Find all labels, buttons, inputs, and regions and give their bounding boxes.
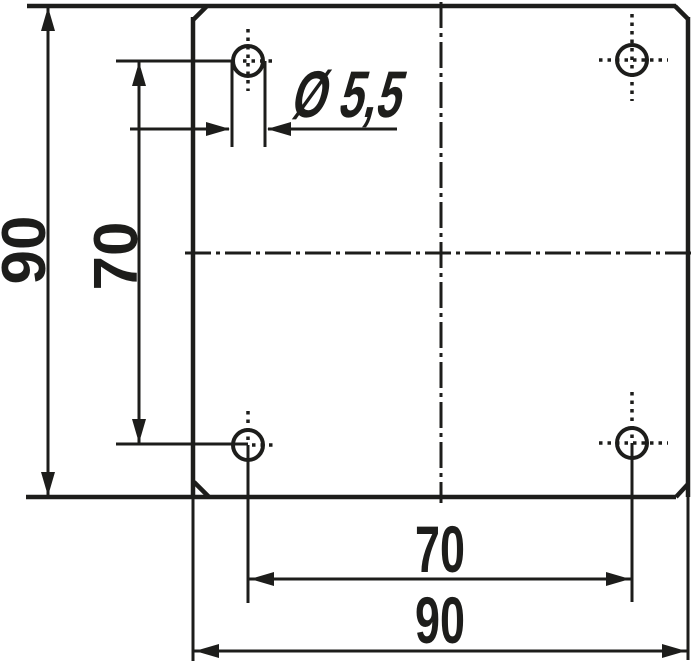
arrowhead-down-icon: [41, 472, 55, 496]
arrowhead-right-icon: [606, 572, 630, 586]
plate-corner-chamfer-bottom-left: [192, 480, 211, 499]
arrowhead-left-icon: [195, 644, 219, 658]
dimension-hole-diameter: Ø 5,5: [130, 59, 413, 147]
arrowhead-left-icon: [267, 122, 291, 136]
arrowhead-up-icon: [132, 62, 146, 86]
dimension-label-hole-spacing-horizontal: 70: [415, 512, 465, 586]
dimension-plate-width: 90: [194, 583, 687, 658]
dimension-plate-height: 90: [0, 6, 59, 496]
dimension-label-hole-diameter: Ø 5,5: [285, 59, 413, 132]
plate-corner-chamfer-top-right: [673, 4, 690, 21]
arrowhead-right-icon: [206, 122, 230, 136]
dimension-label-plate-width: 90: [415, 583, 465, 657]
plate-corner-chamfer-top-left: [191, 4, 209, 22]
center-lines: [185, 2, 694, 503]
dimension-hole-spacing-vertical: 70: [82, 59, 248, 446]
arrowhead-up-icon: [41, 7, 55, 31]
dimension-label-plate-height: 90: [0, 216, 59, 285]
dimension-hole-spacing-horizontal: 70: [246, 443, 634, 603]
dimension-label-hole-spacing-vertical: 70: [82, 222, 151, 291]
plate-outline: [26, 3, 691, 661]
arrowhead-down-icon: [132, 419, 146, 443]
arrowhead-left-icon: [250, 572, 274, 586]
arrowhead-right-icon: [662, 644, 686, 658]
